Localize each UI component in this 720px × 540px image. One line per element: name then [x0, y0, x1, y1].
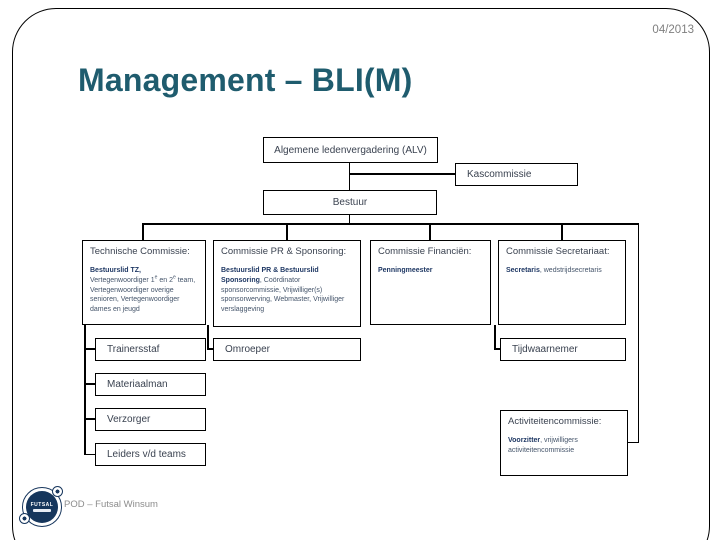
connector-line [348, 173, 456, 175]
org-box-label: Kascommissie [467, 169, 532, 180]
org-box-title: Commissie PR & Sponsoring: [221, 246, 347, 257]
org-box-title: Commissie Financiën: [378, 246, 472, 257]
connector-line [84, 453, 95, 455]
org-box-pr: Commissie PR & Sponsoring: Bestuurslid PR… [213, 240, 361, 327]
org-box-members: Penningmeester [378, 267, 433, 274]
org-box-secretariaat: Commissie Secretariaat: Secretaris, wedst… [498, 240, 626, 325]
org-box-label: Trainersstaf [107, 344, 160, 355]
connector-line [207, 348, 214, 350]
org-box-alv: Algemene ledenvergadering (ALV) [263, 137, 438, 163]
connector-line [429, 223, 431, 240]
connector-line [142, 223, 639, 225]
org-box-bestuur: Bestuur [263, 190, 437, 215]
logo-text: FUTSAL [30, 502, 54, 508]
connector-line [84, 348, 95, 350]
logo-disc: FUTSAL [26, 491, 58, 523]
org-box-verzorger: Verzorger [95, 408, 206, 431]
slide-date: 04/2013 [652, 24, 694, 36]
connector-line [637, 223, 639, 443]
connector-line [142, 223, 144, 240]
org-box-tijdwaarnemer: Tijdwaarnemer [500, 338, 626, 361]
slide-border [12, 8, 710, 540]
connector-line [494, 325, 496, 349]
club-logo: FUTSAL [19, 486, 63, 527]
org-box-materiaalman: Materiaalman [95, 373, 206, 396]
org-box-title: Technische Commissie: [90, 246, 190, 257]
org-box-title: Activiteitencommissie: [508, 416, 602, 427]
org-box-label: Verzorger [107, 414, 151, 425]
football-icon [19, 513, 30, 524]
org-box-members: Bestuurslid PR & Bestuurslid Sponsoring,… [221, 267, 345, 314]
org-box-leiders: Leiders v/d teams [95, 443, 206, 466]
logo-skyline [33, 509, 51, 512]
connector-line [286, 223, 288, 240]
org-box-kascommissie: Kascommissie [455, 163, 578, 186]
org-box-title: Commissie Secretariaat: [506, 246, 610, 257]
org-box-members: Voorzitter, vrijwilligers activiteitenco… [508, 437, 578, 454]
connector-line [84, 325, 86, 455]
connector-line [494, 348, 501, 350]
org-box-financien: Commissie Financiën: Penningmeester [370, 240, 491, 325]
connector-line [348, 215, 350, 224]
connector-line [207, 325, 209, 349]
connector-line [84, 418, 95, 420]
page-title: Management – BLI(M) [78, 62, 413, 98]
org-box-omroeper: Omroeper [213, 338, 361, 361]
org-box-label: Bestuur [332, 197, 368, 208]
org-box-label: Leiders v/d teams [107, 449, 186, 460]
footer-text: POD – Futsal Winsum [64, 499, 158, 510]
org-box-label: Omroeper [225, 344, 271, 355]
org-box-members: Secretaris, wedstrijdsecretaris [506, 267, 602, 274]
connector-line [348, 163, 350, 190]
org-box-label: Tijdwaarnemer [512, 344, 578, 355]
logo-ring [22, 487, 62, 527]
org-box-trainersstaf: Trainersstaf [95, 338, 206, 361]
org-box-label: Algemene ledenvergadering (ALV) [274, 144, 427, 156]
football-icon [52, 486, 63, 497]
org-box-activiteiten: Activiteitencommissie: Voorzitter, vrijwi… [500, 410, 628, 476]
org-box-label: Materiaalman [107, 379, 168, 390]
org-box-members: Bestuurslid TZ,Vertegenwoordiger 1e en 2… [90, 267, 196, 314]
org-box-technische: Technische Commissie: Bestuurslid TZ,Vert… [82, 240, 206, 325]
connector-line [561, 223, 563, 240]
connector-line [84, 383, 95, 385]
connector-line [628, 441, 639, 443]
